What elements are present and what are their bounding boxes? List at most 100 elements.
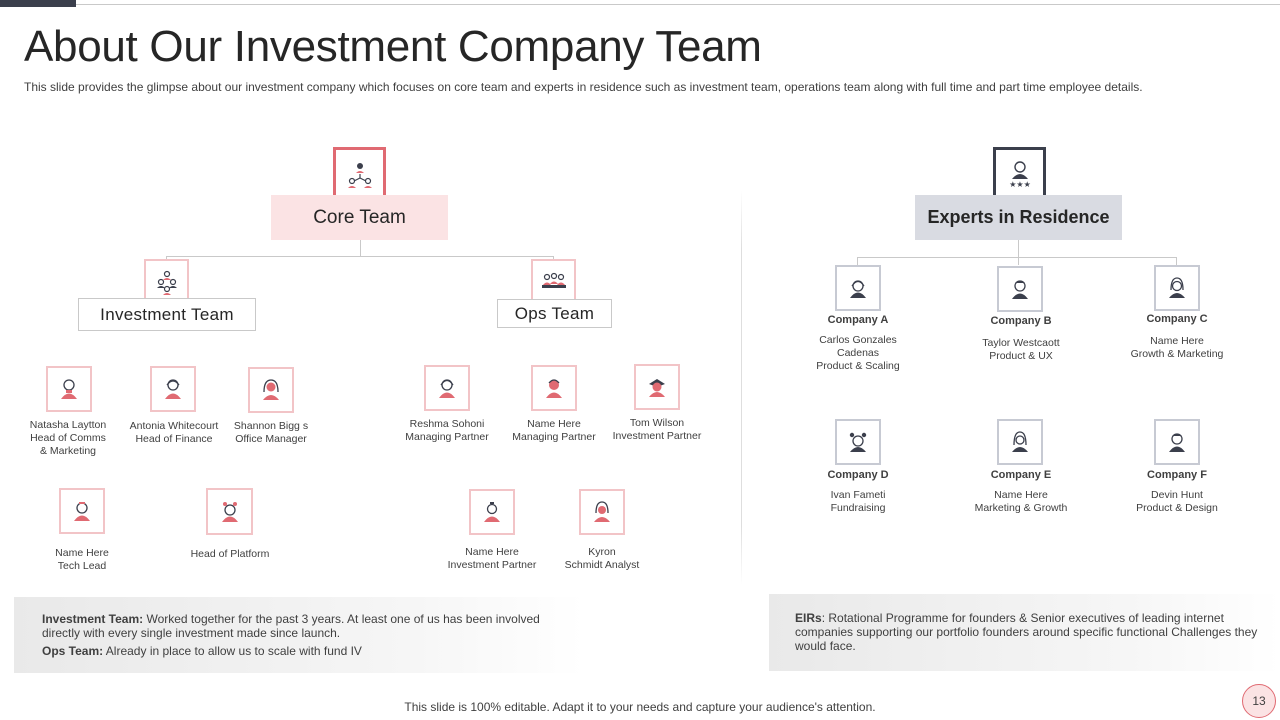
company-c-details: Name Here Growth & Marketing	[1117, 335, 1237, 361]
expert-rating-icon: ★★★	[993, 147, 1046, 200]
expert-role: Marketing & Growth	[974, 502, 1068, 514]
investment-note: Investment Team: Worked together for the…	[42, 612, 574, 640]
expert-name: Carlos Gonzales	[819, 334, 897, 346]
connector-line	[857, 257, 858, 265]
expert-person-icon	[997, 419, 1043, 465]
member-role: Managing Partner	[405, 431, 489, 443]
investment-note-label: Investment Team:	[42, 612, 144, 626]
connector-line	[857, 257, 1177, 258]
member-role: & Marketing	[39, 445, 97, 457]
member-tom: Tom Wilson Investment Partner	[597, 417, 717, 443]
section-divider	[741, 190, 742, 585]
member-reshma: Reshma Sohoni Managing Partner	[387, 418, 507, 444]
expert-name: Name Here	[1150, 335, 1204, 347]
connector-line	[360, 240, 361, 256]
investment-team-label: Investment Team	[78, 298, 256, 331]
member-name: Name Here	[465, 546, 519, 558]
svg-text:★★★: ★★★	[1009, 180, 1031, 189]
company-b-details: Taylor Westcaott Product & UX	[961, 337, 1081, 363]
member-name: Antonia Whitecourt	[129, 420, 219, 432]
company-a-details: Carlos Gonzales Cadenas Product & Scalin…	[798, 334, 918, 373]
member-name: Shannon Bigg s	[233, 420, 309, 432]
member-name: Name Here	[55, 547, 109, 559]
company-d-label: Company D	[827, 469, 889, 481]
expert-role: Growth & Marketing	[1130, 348, 1224, 360]
top-divider-line	[76, 4, 1280, 5]
slide-footer: This slide is 100% editable. Adapt it to…	[404, 700, 876, 714]
company-f-label: Company F	[1147, 469, 1207, 481]
member-role: Managing Partner	[512, 431, 596, 443]
meeting-team-icon	[531, 259, 576, 304]
slide-title: About Our Investment Company Team	[24, 22, 762, 71]
member-name: Tom Wilson	[629, 417, 685, 429]
expert-role: Product & Scaling	[816, 360, 900, 372]
expert-role: Product & Design	[1136, 502, 1218, 514]
member-name: Natasha Laytton	[29, 419, 107, 431]
member-ops-name-here-2: Name Here Investment Partner	[432, 546, 552, 572]
page-number-badge: 13	[1242, 684, 1276, 718]
member-antonia: Antonia Whitecourt Head of Finance	[114, 420, 234, 446]
member-head-platform: Head of Platform	[170, 548, 290, 561]
expert-name: Taylor Westcaott	[982, 337, 1060, 349]
member-role: Schmidt Analyst	[564, 559, 640, 571]
expert-person-icon	[835, 419, 881, 465]
person-icon	[206, 488, 253, 535]
expert-role: Product & UX	[989, 350, 1053, 362]
member-natasha: Natasha Laytton Head of Comms & Marketin…	[8, 419, 128, 458]
expert-person-icon	[997, 266, 1043, 312]
member-name: Head of Platform	[190, 548, 270, 560]
expert-person-icon	[1154, 419, 1200, 465]
person-icon	[579, 489, 625, 535]
person-icon	[469, 489, 515, 535]
person-icon	[634, 364, 680, 410]
member-name: Reshma Sohoni	[409, 418, 485, 430]
ops-team-label: Ops Team	[497, 299, 612, 328]
person-icon	[59, 488, 105, 534]
company-f-details: Devin Hunt Product & Design	[1117, 489, 1237, 515]
eir-note-text: : Rotational Programme for founders & Se…	[795, 611, 1258, 653]
member-role: Head of Finance	[135, 433, 213, 445]
person-icon	[531, 365, 577, 411]
ops-note-label: Ops Team:	[42, 644, 104, 658]
expert-role: Fundraising	[830, 502, 886, 514]
slide-subtitle: This slide provides the glimpse about ou…	[24, 80, 1143, 94]
investment-note-text: Worked together for the past 3 years. At…	[42, 612, 540, 640]
eir-note: EIRs: Rotational Programme for founders …	[795, 611, 1260, 653]
member-role: Investment Partner	[447, 559, 537, 571]
company-c-label: Company C	[1146, 313, 1208, 325]
company-a-label: Company A	[827, 314, 889, 326]
person-icon	[248, 367, 294, 413]
connector-line	[1018, 240, 1019, 257]
core-team-note: Investment Team: Worked together for the…	[14, 597, 584, 673]
top-accent-bar	[0, 0, 76, 7]
expert-name: Cadenas	[836, 347, 880, 359]
person-icon	[46, 366, 92, 412]
ops-note: Ops Team: Already in place to allow us t…	[42, 644, 574, 658]
member-kyron: Kyron Schmidt Analyst	[542, 546, 662, 572]
company-e-label: Company E	[990, 469, 1052, 481]
group-users-icon	[144, 259, 189, 304]
expert-name: Name Here	[994, 489, 1048, 501]
connector-line	[1176, 257, 1177, 265]
company-e-details: Name Here Marketing & Growth	[961, 489, 1081, 515]
eir-note-label: EIRs	[795, 611, 822, 625]
member-name: Name Here	[527, 418, 581, 430]
core-team-header: Core Team	[271, 195, 448, 240]
member-role: Office Manager	[235, 433, 307, 445]
member-tech-lead: Name Here Tech Lead	[22, 547, 142, 573]
expert-person-icon	[835, 265, 881, 311]
experts-header: Experts in Residence	[915, 195, 1122, 240]
company-d-details: Ivan Fameti Fundraising	[798, 489, 918, 515]
expert-person-icon	[1154, 265, 1200, 311]
ops-note-text: Already in place to allow us to scale wi…	[103, 644, 362, 658]
member-ops-name-here: Name Here Managing Partner	[494, 418, 614, 444]
member-role: Tech Lead	[57, 560, 107, 572]
member-role: Head of Comms	[30, 432, 106, 444]
connector-line	[166, 256, 554, 257]
member-role: Investment Partner	[612, 430, 702, 442]
person-icon	[150, 366, 196, 412]
member-name: Kyron	[588, 546, 616, 558]
expert-name: Ivan Fameti	[830, 489, 886, 501]
expert-name: Devin Hunt	[1151, 489, 1203, 501]
company-b-label: Company B	[990, 315, 1052, 327]
